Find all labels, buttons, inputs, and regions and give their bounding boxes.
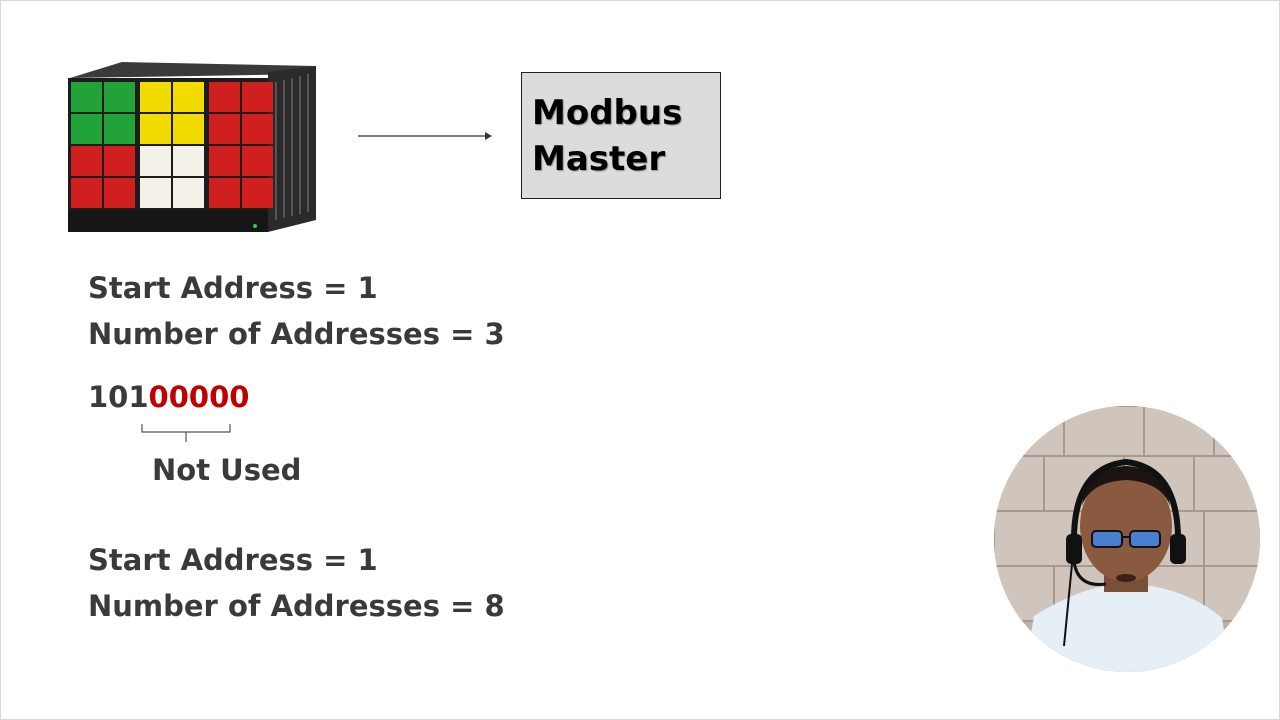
bit-string: 10100000 [88,380,249,414]
annunciator-window [242,114,273,144]
annunciator-window [173,114,204,144]
annunciator-window [71,146,102,176]
annunciator-window [242,146,273,176]
master-line-2: Master [532,138,666,179]
annunciator-window [140,178,171,208]
block2-number-of-addresses: Number of Addresses = 8 [88,589,505,623]
annunciator-window [104,178,135,208]
block2-start-address: Start Address = 1 [88,543,378,577]
annunciator-device-image [62,60,324,240]
arrow-right [358,132,492,140]
annunciator-window [209,178,240,208]
annunciator-window [173,146,204,176]
annunciator-window [209,146,240,176]
annunciator-window [104,146,135,176]
annunciator-window [140,114,171,144]
annunciator-device-graphic [68,62,316,232]
block1-number-of-addresses: Number of Addresses = 3 [88,317,505,351]
annunciator-window [209,114,240,144]
presenter-webcam [994,406,1260,672]
annunciator-window [104,114,135,144]
annunciator-window [71,178,102,208]
block1-start-address: Start Address = 1 [88,271,378,305]
bits-used: 101 [88,380,149,414]
annunciator-window [104,82,135,112]
bracket-under-unused-bits [141,424,231,442]
annunciator-window [209,82,240,112]
annunciator-window [173,82,204,112]
annunciator-window [71,114,102,144]
presenter-video-image [994,406,1260,672]
annunciator-window [242,82,273,112]
annunciator-window [242,178,273,208]
annunciator-window [173,178,204,208]
bits-unused: 00000 [148,380,250,414]
master-line-1: Modbus [532,92,683,133]
annunciator-window [140,146,171,176]
not-used-label: Not Used [152,453,302,487]
modbus-master-box: Modbus Master [521,72,721,199]
annunciator-window [140,82,171,112]
annunciator-window [71,82,102,112]
